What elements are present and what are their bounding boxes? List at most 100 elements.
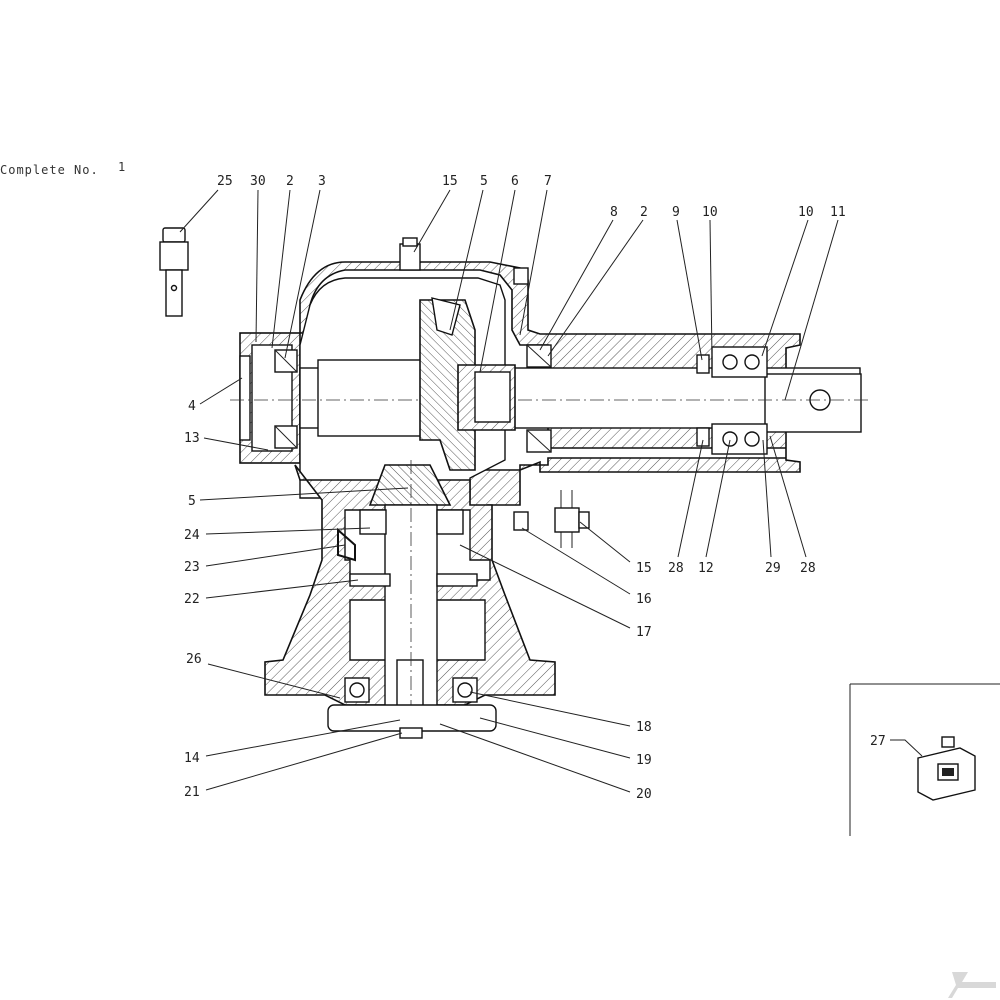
callout-27: 27 xyxy=(870,734,886,749)
leader-17 xyxy=(459,544,631,629)
complete-label: Complete No. xyxy=(0,163,99,177)
plug-15-side xyxy=(554,490,590,548)
callout-15-top: 15 xyxy=(442,174,458,189)
leader-16 xyxy=(521,527,631,595)
leader-3 xyxy=(284,189,321,359)
callout-14: 14 xyxy=(184,751,200,766)
callout-13: 13 xyxy=(184,431,200,446)
leader-25 xyxy=(179,189,219,233)
callout-25: 25 xyxy=(217,174,233,189)
callout-20: 20 xyxy=(636,787,652,802)
ball xyxy=(457,682,473,698)
leader-2-right xyxy=(547,219,644,357)
callout-26: 26 xyxy=(186,652,202,667)
leader-13 xyxy=(203,437,269,451)
callout-16: 16 xyxy=(636,592,652,607)
callout-17: 17 xyxy=(636,625,652,640)
leader-30 xyxy=(255,189,259,343)
ball xyxy=(722,354,738,370)
leader-6 xyxy=(479,189,516,373)
breather-stem xyxy=(165,269,183,317)
oil-can-cap xyxy=(941,736,955,748)
leader-5-top xyxy=(449,189,484,331)
leader-2 xyxy=(271,189,291,349)
leader-10 xyxy=(709,219,713,357)
leader-lines xyxy=(179,189,923,793)
callout-labels: 25 30 2 3 15 5 6 7 8 2 9 10 10 11 4 13 5… xyxy=(184,174,886,802)
bottom-flange xyxy=(327,704,497,732)
bearing-cross xyxy=(526,344,552,368)
ball xyxy=(744,354,760,370)
ball xyxy=(744,431,760,447)
leader-19 xyxy=(479,717,631,759)
callout-28-left: 28 xyxy=(668,561,684,576)
callout-2-right: 2 xyxy=(640,205,648,220)
leader-9 xyxy=(676,219,703,361)
bearing-24-right xyxy=(436,509,464,535)
plug-15-head xyxy=(402,237,418,247)
seal-9 xyxy=(696,354,710,374)
ball xyxy=(722,431,738,447)
callout-21: 21 xyxy=(184,785,200,800)
callout-18: 18 xyxy=(636,720,652,735)
leader-28-left xyxy=(677,439,704,558)
bearing-cross xyxy=(526,429,552,453)
callout-30: 30 xyxy=(250,174,266,189)
grease-nipple-icon xyxy=(159,227,189,317)
ring-22 xyxy=(349,573,391,587)
leader-27 xyxy=(890,739,923,757)
callout-15-side: 15 xyxy=(636,561,652,576)
leader-28-right xyxy=(769,435,807,558)
leader-20 xyxy=(439,723,631,793)
leader-15-side xyxy=(579,521,631,563)
gear-6-bore xyxy=(474,371,511,423)
callout-12: 12 xyxy=(698,561,714,576)
callout-9: 9 xyxy=(672,205,680,220)
bolt-16 xyxy=(513,511,529,531)
bearing-24 xyxy=(359,509,387,535)
ball xyxy=(349,682,365,698)
callout-8: 8 xyxy=(610,205,618,220)
ring-22-right xyxy=(436,573,478,587)
leader-26 xyxy=(207,663,341,699)
brand-logo-icon xyxy=(948,972,996,998)
bolt-21 xyxy=(399,727,423,739)
callout-5-lower: 5 xyxy=(188,494,196,509)
leader-22 xyxy=(205,579,359,599)
accessory-inset xyxy=(849,683,1000,836)
leader-11 xyxy=(784,219,839,401)
complete-number: 1 xyxy=(118,160,126,174)
callout-3: 3 xyxy=(318,174,326,189)
bolt-top-right xyxy=(513,267,529,285)
callout-11: 11 xyxy=(830,205,846,220)
leader-8 xyxy=(539,219,614,351)
callout-5-top: 5 xyxy=(480,174,488,189)
bearing-cross xyxy=(274,425,298,449)
complete-number-header: Complete No. 1 xyxy=(0,160,126,177)
leader-23 xyxy=(205,544,346,567)
leader-14 xyxy=(205,719,401,757)
leader-4 xyxy=(199,377,243,405)
leader-15-top xyxy=(413,189,451,253)
callout-4: 4 xyxy=(188,399,196,414)
oil-can-label-mark xyxy=(942,768,954,776)
callout-22: 22 xyxy=(184,592,200,607)
plug-15-side-body xyxy=(554,507,580,533)
callout-19: 19 xyxy=(636,753,652,768)
callout-10-right: 10 xyxy=(798,205,814,220)
callout-28-right: 28 xyxy=(800,561,816,576)
seal-23 xyxy=(337,527,356,562)
leader-24 xyxy=(205,527,371,535)
logo-shape xyxy=(948,972,996,998)
callout-2: 2 xyxy=(286,174,294,189)
cover-4 xyxy=(239,355,251,441)
callout-7: 7 xyxy=(544,174,552,189)
leader-29 xyxy=(762,439,772,558)
leader-5-lower xyxy=(199,487,409,501)
leader-12 xyxy=(705,439,731,558)
leader-7 xyxy=(519,189,548,336)
oil-can-icon xyxy=(917,736,976,801)
gear-tooth xyxy=(431,297,461,336)
bearing-cross xyxy=(274,349,298,373)
